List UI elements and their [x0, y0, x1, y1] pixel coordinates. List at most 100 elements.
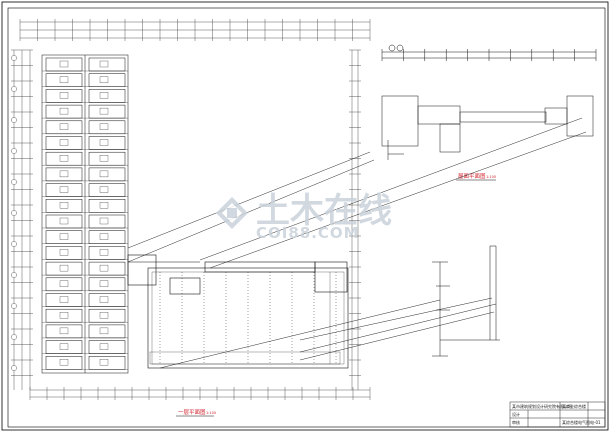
apartment-unit: [45, 151, 83, 166]
apartment-unit: [88, 230, 126, 244]
room-fixture: [99, 280, 109, 287]
title-block-text: 某市建筑规划设计研究院有限公司 设计 审核 某商业综合楼 某综合楼电气图 电-0…: [512, 403, 601, 425]
apartment-unit: [45, 199, 83, 213]
room-fixture: [99, 155, 109, 162]
axis-bubble: [11, 272, 17, 278]
elevation-title: 屋面平面图: [458, 172, 486, 180]
room-fixture: [59, 60, 69, 68]
apartment-unit: [88, 151, 126, 166]
apartment-unit: [88, 73, 126, 87]
room-fixture: [59, 155, 69, 162]
room-fixture: [99, 296, 109, 303]
plan-scale: 1:100: [206, 411, 216, 415]
room-fixture: [59, 233, 69, 240]
watermark: 土木在线 COI88.COM: [216, 191, 392, 242]
apartment-unit: [88, 104, 126, 119]
apartment-unit: [88, 324, 126, 339]
apartment-unit: [88, 199, 126, 213]
room-fixture: [99, 92, 109, 99]
room-fixture: [59, 296, 69, 303]
apartment-unit: [45, 356, 83, 370]
apartment-unit: [45, 293, 83, 307]
apartment-unit: [45, 104, 83, 119]
apartment-unit: [88, 214, 126, 229]
residential-tower-plan: [41, 54, 129, 374]
room-fixture: [99, 60, 109, 68]
apartment-unit: [88, 89, 126, 103]
room-fixture: [99, 233, 109, 240]
room-fixture: [99, 139, 109, 146]
project-name: 某商业综合楼: [562, 403, 586, 409]
apartment-unit: [45, 230, 83, 244]
apartment-unit: [45, 214, 83, 229]
room-fixture: [99, 327, 109, 335]
apartment-unit: [88, 57, 126, 72]
axis-bubble: [11, 210, 17, 216]
detail-leader-lines: [127, 117, 587, 369]
diamond-logo-icon: [216, 197, 248, 229]
apartment-unit: [88, 308, 126, 323]
apartment-unit: [45, 277, 83, 292]
plan-title: 一层平面图: [178, 408, 206, 416]
roof-plan-drawing: [381, 44, 597, 160]
elevation-title-annotation: 屋面平面图 1:100: [456, 172, 496, 181]
left-dimension-lines: [11, 49, 33, 390]
room-fixture: [59, 312, 69, 319]
plan-title-annotation: 一层平面图 1:100: [176, 408, 216, 417]
apartment-unit: [45, 308, 83, 323]
room-fixture: [99, 202, 109, 209]
room-fixture: [59, 249, 69, 256]
sheet-number: 电-01: [590, 419, 601, 425]
axis-bubbles-left: [11, 55, 17, 371]
room-fixture: [59, 186, 69, 193]
room-fixture: [99, 170, 109, 178]
room-fixture: [99, 186, 109, 193]
apartment-unit: [88, 246, 126, 260]
apartment-unit: [45, 120, 83, 135]
room-fixture: [59, 92, 69, 99]
apartment-unit: [88, 293, 126, 307]
apartment-unit: [45, 183, 83, 197]
room-fixture: [99, 264, 109, 272]
apartment-unit: [45, 167, 83, 182]
axis-bubble: [11, 117, 17, 123]
apartment-unit: [88, 167, 126, 182]
room-fixture: [59, 280, 69, 287]
apartment-unit: [45, 324, 83, 339]
room-fixture: [59, 170, 69, 178]
detail-drawing: [432, 245, 500, 357]
right-dimension-lines: [349, 49, 361, 390]
apartment-unit: [45, 136, 83, 150]
room-fixture: [59, 343, 69, 350]
apartment-unit: [88, 136, 126, 150]
room-fixture: [99, 249, 109, 256]
apartment-unit: [45, 89, 83, 103]
room-fixture: [99, 343, 109, 350]
apartment-unit: [88, 120, 126, 135]
room-fixture: [99, 217, 109, 225]
room-fixture: [99, 107, 109, 115]
apartment-unit: [45, 73, 83, 87]
room-fixture: [59, 217, 69, 225]
room-fixture: [99, 76, 109, 83]
podium-floor-plan: [127, 254, 349, 369]
room-fixture: [59, 107, 69, 115]
room-fixture: [59, 264, 69, 272]
apartment-unit: [88, 356, 126, 370]
room-fixture: [59, 327, 69, 335]
axis-bubble: [11, 86, 17, 92]
apartment-unit: [45, 246, 83, 260]
apartment-unit: [88, 261, 126, 276]
watermark-text: 土木在线: [256, 191, 392, 231]
drawn-label: 设计: [512, 411, 520, 417]
apartment-unit: [45, 261, 83, 276]
room-fixture: [99, 312, 109, 319]
apartment-unit: [88, 340, 126, 354]
axis-bubble: [11, 334, 17, 340]
room-fixture: [59, 359, 69, 366]
watermark-subtext: COI88.COM: [256, 224, 360, 242]
room-fixture: [99, 123, 109, 130]
axis-bubble: [11, 365, 17, 371]
apartment-unit: [88, 183, 126, 197]
